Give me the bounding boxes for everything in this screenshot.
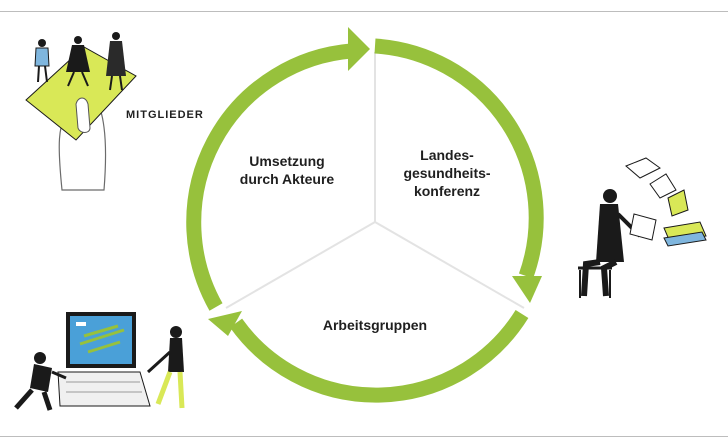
arrow-head-right (512, 276, 542, 303)
arrow-to-landes (186, 43, 352, 311)
segment-label-line: durch Akteure (239, 171, 335, 187)
arrow-head-left (208, 311, 242, 336)
segment-label-line: Landes- (420, 147, 474, 163)
segment-label-line: konferenz (413, 183, 481, 199)
members-caption: MITGLIEDER (126, 109, 204, 121)
members-on-hand-icon (25, 32, 137, 191)
arrow-to-arbeitsgruppen (374, 38, 544, 279)
segment-label-line: gesundheits- (403, 165, 491, 181)
person-with-laptop-and-papers-icon (578, 157, 707, 298)
top-rule (0, 11, 728, 12)
segment-label-landes: Landes- gesundheits- konferenz (392, 146, 502, 200)
cycle-arrows (186, 27, 544, 403)
people-carrying-laptop-icon (14, 312, 185, 411)
segment-label-umsetzung: Umsetzung durch Akteure (222, 152, 352, 188)
arrow-to-umsetzung (229, 310, 529, 403)
bottom-rule (0, 436, 728, 437)
sector-dividers (225, 52, 525, 309)
segment-label-line: Arbeitsgruppen (322, 317, 428, 333)
segment-label-arbeitsgruppen: Arbeitsgruppen (305, 316, 445, 334)
arrow-head-top (348, 27, 370, 71)
segment-label-line: Umsetzung (249, 153, 325, 169)
